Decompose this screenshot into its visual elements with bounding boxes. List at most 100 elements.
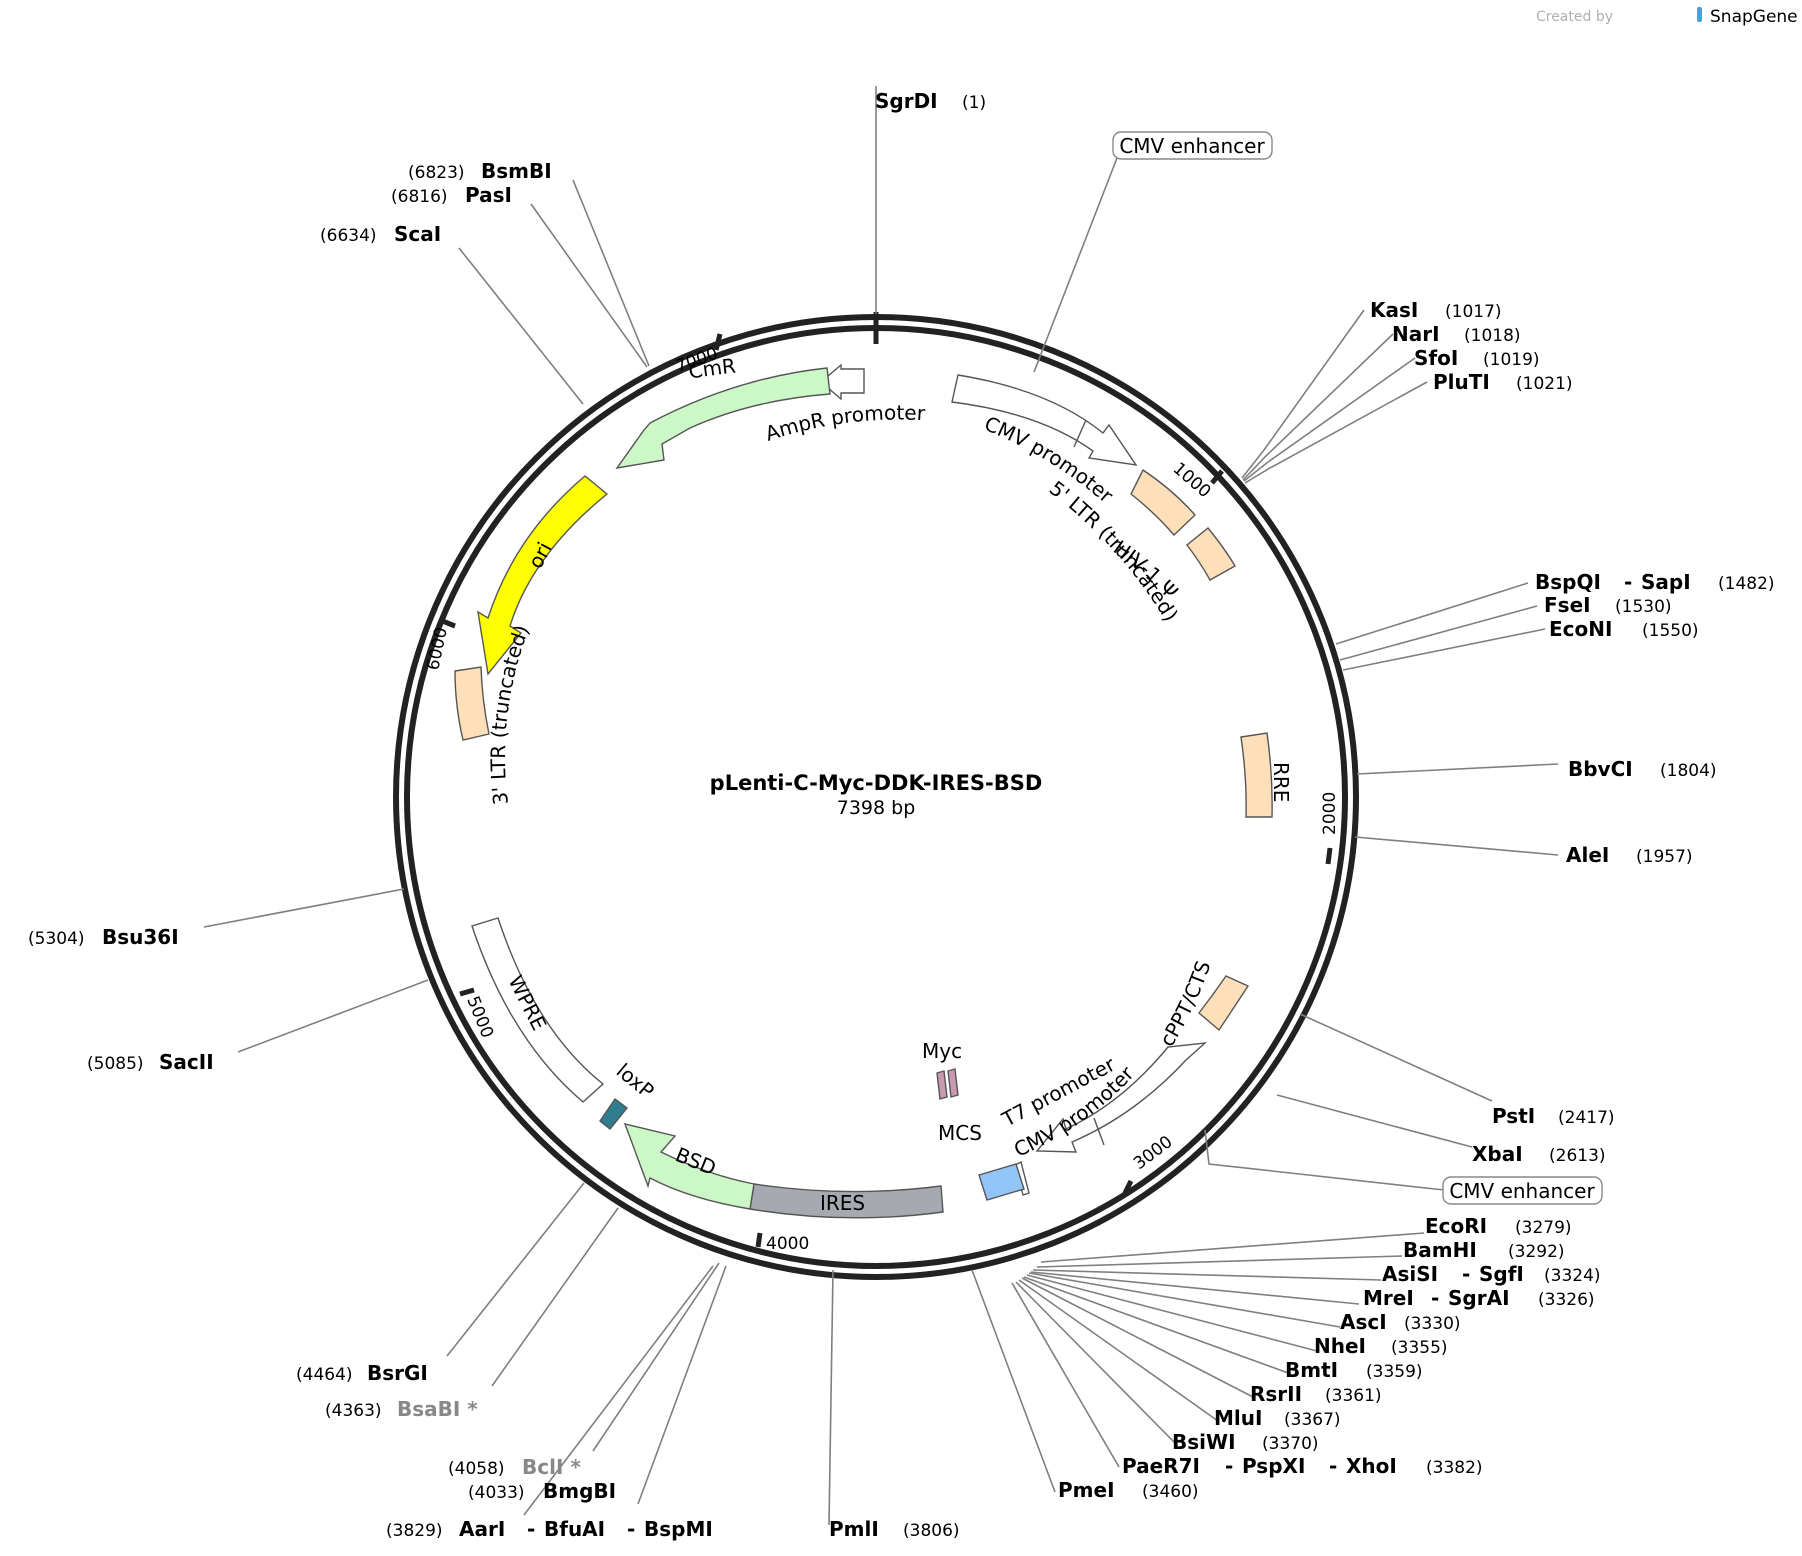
enzyme-ecori[interactable]: EcoRI: [1425, 1214, 1487, 1238]
feature-wpre[interactable]: [471, 917, 605, 1103]
tick-4000: [755, 1232, 763, 1248]
enzyme-sacii[interactable]: SacII: [159, 1050, 214, 1074]
enzyme-sgrdi[interactable]: SgrDI: [875, 89, 938, 113]
feature-cmv-enhancer-divider: [1073, 419, 1087, 448]
feature-cmv-enhancer-2-divider: [1093, 1117, 1105, 1146]
enzyme-psti[interactable]: PstI: [1492, 1104, 1535, 1128]
enzyme-pos-sacii: (5085): [87, 1054, 144, 1074]
feature-myc[interactable]: [936, 1070, 948, 1100]
enzyme-mlui[interactable]: MluI: [1214, 1406, 1262, 1430]
enzyme-fsei[interactable]: FseI: [1544, 593, 1591, 617]
enzyme-econi[interactable]: EcoNI: [1549, 617, 1612, 641]
enzyme-xhoi[interactable]: XhoI: [1346, 1454, 1397, 1478]
callouts: CMV enhancer CMV enhancer: [1033, 131, 1603, 1205]
feature-loxp[interactable]: [599, 1098, 629, 1130]
enzyme-bsrgi[interactable]: BsrGI: [367, 1361, 428, 1385]
enzyme-aari[interactable]: AarI: [459, 1517, 505, 1541]
enzyme-sgrai-dash: -: [1431, 1286, 1439, 1310]
feature-bsd[interactable]: [623, 1123, 755, 1210]
enzyme-sapi[interactable]: SapI: [1641, 570, 1691, 594]
feature-myc-2[interactable]: [947, 1068, 959, 1098]
enzyme-kasi[interactable]: KasI: [1370, 298, 1418, 322]
feature-label-rre: RRE: [1269, 762, 1293, 802]
enzyme-sfoi[interactable]: SfoI: [1414, 346, 1458, 370]
feature-label-myc: Myc: [922, 1039, 962, 1063]
enzyme-bmgbi[interactable]: BmgBI: [543, 1479, 616, 1503]
enzyme-sgfi[interactable]: SgfI: [1479, 1262, 1524, 1286]
feature-5ltr-truncated[interactable]: [1130, 468, 1196, 537]
leader-bsabi: [491, 1207, 619, 1387]
feature-label-loxp: loxP: [612, 1058, 659, 1103]
enzyme-pos-xbai: (2613): [1549, 1146, 1606, 1166]
leader-econi: [1342, 628, 1546, 671]
leader-rsrii: [1021, 1277, 1254, 1398]
feature-cmv-promoter-2[interactable]: [1035, 1042, 1208, 1153]
enzyme-pos-ecori: (3279): [1515, 1218, 1572, 1238]
plasmid-length: 7398 bp: [837, 797, 916, 819]
enzyme-pos-sfoi: (1019): [1483, 350, 1540, 370]
enzyme-bbvci[interactable]: BbvCI: [1568, 757, 1633, 781]
feature-ampr-promoter[interactable]: [819, 363, 865, 401]
enzyme-pos-pmli: (3806): [903, 1521, 960, 1541]
enzyme-nari[interactable]: NarI: [1392, 322, 1440, 346]
leader-bsiwi: [1015, 1281, 1177, 1445]
snapgene-brand: SnapGene: [1710, 7, 1798, 27]
enzyme-bamhi[interactable]: BamHI: [1403, 1238, 1477, 1262]
enzyme-pos-econi: (1550): [1642, 621, 1699, 641]
enzyme-bmti[interactable]: BmtI: [1285, 1358, 1338, 1382]
enzyme-mrei[interactable]: MreI: [1363, 1286, 1414, 1310]
enzyme-pos-bsmbi: (6823): [408, 163, 465, 183]
enzyme-pos-scai: (6634): [320, 226, 377, 246]
feature-ori[interactable]: [477, 475, 609, 676]
enzyme-pos-nari: (1018): [1464, 326, 1521, 346]
enzyme-paer7i[interactable]: PaeR7I: [1122, 1454, 1200, 1478]
enzyme-pmei[interactable]: PmeI: [1058, 1478, 1115, 1502]
enzyme-bsu36i[interactable]: Bsu36I: [102, 925, 179, 949]
enzyme-alei[interactable]: AleI: [1566, 843, 1609, 867]
enzyme-sgrai[interactable]: SgrAI: [1448, 1286, 1510, 1310]
feature-cmv-promoter[interactable]: [951, 374, 1138, 466]
tick-3000: [1121, 1179, 1134, 1197]
enzyme-pos-bmti: (3359): [1366, 1362, 1423, 1382]
enzyme-asisi[interactable]: AsiSI: [1382, 1262, 1438, 1286]
enzyme-pasi[interactable]: PasI: [465, 183, 512, 207]
feature-hiv1-psi[interactable]: [1186, 527, 1236, 581]
enzyme-pos-bsabi: (4363): [325, 1401, 382, 1421]
enzyme-rsrii[interactable]: RsrII: [1250, 1382, 1302, 1406]
enzyme-pspxi[interactable]: PspXI: [1242, 1454, 1305, 1478]
feature-rre[interactable]: [1240, 732, 1273, 818]
enzyme-scai[interactable]: ScaI: [394, 222, 441, 246]
feature-cppt-cts[interactable]: [1198, 975, 1250, 1032]
enzyme-bspqi[interactable]: BspQI: [1535, 570, 1601, 594]
enzyme-bspmi[interactable]: BspMI: [644, 1517, 713, 1541]
enzyme-bfuai[interactable]: BfuAI: [544, 1517, 605, 1541]
enzyme-asci[interactable]: AscI: [1340, 1310, 1387, 1334]
enzyme-pos-kasi: (1017): [1445, 302, 1502, 322]
enzyme-bsabi[interactable]: BsaBI *: [397, 1397, 478, 1421]
enzyme-bcli[interactable]: BclI *: [522, 1455, 581, 1479]
enzyme-pos-bbvci: (1804): [1660, 761, 1717, 781]
enzyme-bsiwi[interactable]: BsiWI: [1172, 1430, 1236, 1454]
enzyme-pluti[interactable]: PluTI: [1433, 370, 1490, 394]
leader-psti: [1299, 1013, 1493, 1102]
feature-cmr[interactable]: [615, 367, 831, 469]
leader-pmei: [971, 1269, 1056, 1493]
enzyme-nhei[interactable]: NheI: [1314, 1334, 1366, 1358]
enzyme-pos-fsei: (1530): [1615, 597, 1672, 617]
svg-text:AmpR promoter: AmpR promoter: [762, 401, 926, 446]
enzyme-pos-pluti: (1021): [1516, 374, 1573, 394]
feature-3ltr-truncated[interactable]: [454, 666, 490, 741]
enzyme-pos-pmei: (3460): [1142, 1482, 1199, 1502]
enzyme-bsmbi[interactable]: BsmBI: [481, 159, 552, 183]
enzyme-pmli[interactable]: PmlI: [829, 1517, 879, 1541]
feature-mcs[interactable]: [978, 1163, 1025, 1201]
callout-leader-cmv-enhancer-2: [1204, 1129, 1445, 1191]
enzyme-pos-sgrdi: (1): [962, 93, 986, 113]
plasmid-name: pLenti-C-Myc-DDK-IRES-BSD: [710, 771, 1043, 795]
leader-scai: [458, 247, 584, 405]
tick-6000: [439, 617, 456, 629]
callout-box-cmv-enhancer-2: [1442, 1176, 1603, 1205]
leader-bsmbi: [572, 179, 650, 367]
enzyme-xbai[interactable]: XbaI: [1472, 1142, 1523, 1166]
leader-kasi: [1241, 309, 1365, 479]
